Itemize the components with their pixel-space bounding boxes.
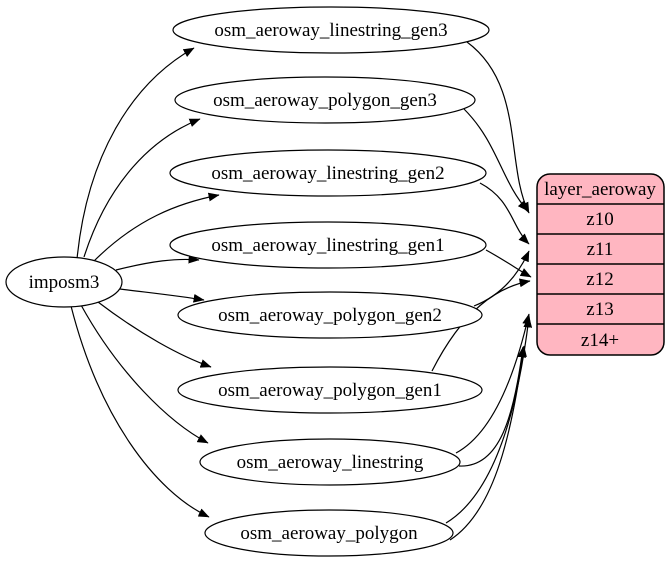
node-osm-aeroway-linestring-gen2: osm_aeroway_linestring_gen2: [169, 149, 487, 197]
edge-imposm3-osm-aeroway-polygon-gen1: [97, 301, 212, 368]
row-label-z13: z13: [586, 299, 613, 320]
imposm3-label: imposm3: [29, 272, 100, 293]
node-osm-aeroway-linestring: osm_aeroway_linestring: [199, 438, 461, 486]
table-ellipse: [172, 6, 490, 54]
table-label: osm_aeroway_linestring: [237, 452, 424, 473]
edge-polygon-z14plus: [449, 345, 527, 541]
edge-polygon-gen3-z10: [463, 108, 529, 212]
edge-linestring-gen2-z11: [479, 182, 530, 245]
edges-imposm3-fanout: [70, 47, 220, 518]
table-ellipse: [199, 438, 461, 486]
layer-aeroway-title: layer_aeroway: [544, 179, 656, 200]
node-layer-aeroway: layer_aeroway z10 z11 z12 z13 z14+: [536, 173, 665, 356]
row-label-z12: z12: [586, 269, 613, 290]
table-ellipse: [177, 291, 483, 339]
table-label: osm_aeroway_polygon_gen1: [218, 380, 442, 401]
edge-imposm3-osm-aeroway-polygon-gen2: [119, 288, 205, 303]
table-ellipse: [169, 221, 487, 269]
table-ellipse: [174, 76, 476, 124]
node-osm-aeroway-linestring-gen1: osm_aeroway_linestring_gen1: [169, 221, 487, 269]
edge-polygon-gen2-z11: [473, 250, 530, 307]
node-osm-aeroway-polygon: osm_aeroway_polygon: [204, 509, 454, 557]
edge-imposm3-osm-aeroway-polygon: [70, 305, 210, 518]
edge-linestring-z13: [455, 313, 531, 454]
table-label: osm_aeroway_polygon_gen2: [218, 305, 442, 326]
node-osm-aeroway-linestring-gen3: osm_aeroway_linestring_gen3: [172, 6, 490, 54]
table-label: osm_aeroway_linestring_gen2: [211, 163, 444, 184]
edges-into-layer-rows: [431, 41, 533, 541]
row-label-z14plus: z14+: [581, 330, 619, 351]
edge-polygon-gen1-z12: [431, 278, 531, 372]
table-label: osm_aeroway_linestring_gen1: [211, 235, 444, 256]
node-osm-aeroway-polygon-gen2: osm_aeroway_polygon_gen2: [177, 291, 483, 339]
edge-linestring-gen3-z10: [466, 41, 530, 214]
table-ellipse: [169, 149, 487, 197]
edge-imposm3-osm-aeroway-linestring-gen3: [76, 47, 195, 260]
edge-polygon-z13: [445, 316, 533, 524]
table-ellipse: [177, 366, 483, 414]
edge-imposm3-osm-aeroway-polygon-gen3: [83, 118, 201, 258]
node-imposm3: imposm3: [5, 256, 123, 308]
edge-linestring-z14plus: [458, 346, 527, 467]
edge-imposm3-osm-aeroway-linestring-gen1: [115, 254, 200, 271]
row-label-z11: z11: [587, 239, 614, 260]
table-label: osm_aeroway_polygon: [240, 523, 418, 544]
table-ellipse: [204, 509, 454, 557]
table-label: osm_aeroway_polygon_gen3: [213, 90, 437, 111]
edge-imposm3-osm-aeroway-linestring: [80, 304, 209, 444]
node-osm-aeroway-polygon-gen3: osm_aeroway_polygon_gen3: [174, 76, 476, 124]
edge-linestring-gen1-z12: [485, 249, 532, 278]
edge-imposm3-osm-aeroway-linestring-gen2: [92, 192, 220, 263]
row-label-z10: z10: [586, 209, 613, 230]
imposm3-ellipse: [5, 256, 123, 308]
node-osm-aeroway-polygon-gen1: osm_aeroway_polygon_gen1: [177, 366, 483, 414]
table-label: osm_aeroway_linestring_gen3: [214, 20, 447, 41]
